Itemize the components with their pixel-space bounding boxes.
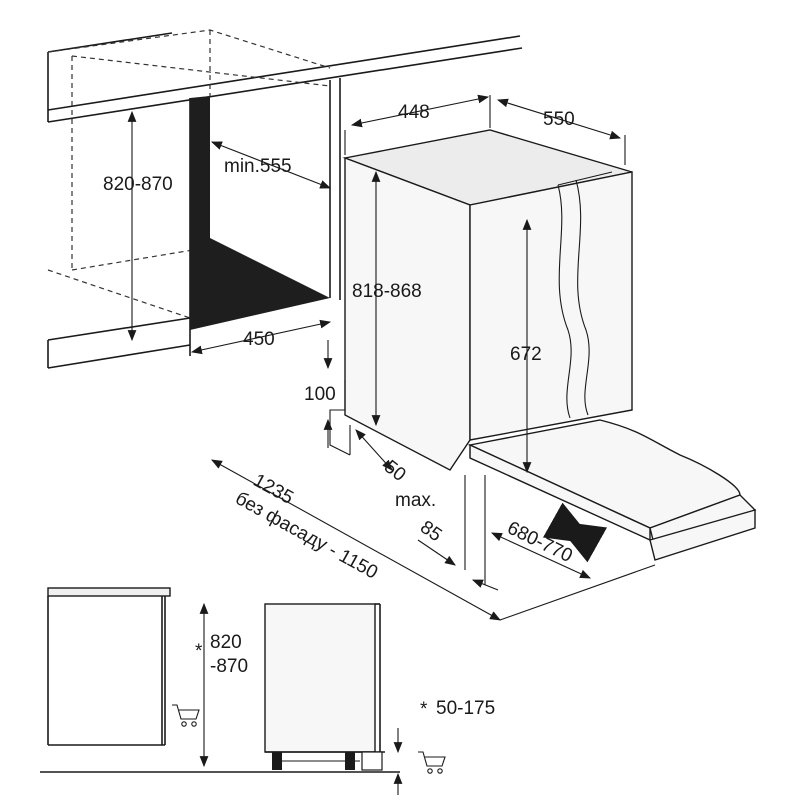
niche-width-label: 450 <box>243 329 275 350</box>
side-star-left: * <box>195 641 203 662</box>
appliance-depth-label: 550 <box>543 109 575 130</box>
cart-icon <box>418 751 446 774</box>
appliance-width-dimension: 448 <box>344 94 491 155</box>
side-view-cabinet <box>40 587 400 773</box>
niche-depth-dimension: min.555 <box>210 141 332 189</box>
plinth-height-dimension: 100 <box>304 340 336 448</box>
max-gap-dimension: max. 85 <box>395 475 499 591</box>
appliance-height-dimension: 818-868 <box>352 170 422 427</box>
feet-adjust-label: 50-175 <box>436 698 495 719</box>
side-height-top: 820 <box>210 632 242 653</box>
door-height-dimension: 672 <box>510 218 542 474</box>
door-height-label: 672 <box>510 344 542 365</box>
niche-depth-label: min.555 <box>224 156 292 177</box>
door-travel-dimension: 680-770 <box>491 518 591 579</box>
side-height-bottom: -870 <box>210 656 248 677</box>
niche-width-dimension: 450 <box>190 319 332 355</box>
cabinet-height-label: 820-870 <box>103 174 173 195</box>
appliance-depth-dimension: 550 <box>496 98 626 165</box>
side-height-dimension: * 820 -870 <box>195 602 248 768</box>
feet-adjust-dimension: * 50-175 <box>393 698 495 795</box>
appliance-width-label: 448 <box>398 102 430 123</box>
max-label: max. <box>395 490 436 511</box>
cart-icon <box>172 704 200 727</box>
side-view-appliance <box>264 603 385 771</box>
without-front-label: без фасаду - 1150 <box>232 488 382 584</box>
cabinet-niche <box>47 29 523 369</box>
side-star-right: * <box>420 699 428 720</box>
plinth-height-label: 100 <box>304 384 336 405</box>
cabinet-height-dimension: 820-870 <box>103 110 173 342</box>
appliance-height-label: 818-868 <box>352 281 422 302</box>
double-arrow-icon <box>542 502 608 563</box>
